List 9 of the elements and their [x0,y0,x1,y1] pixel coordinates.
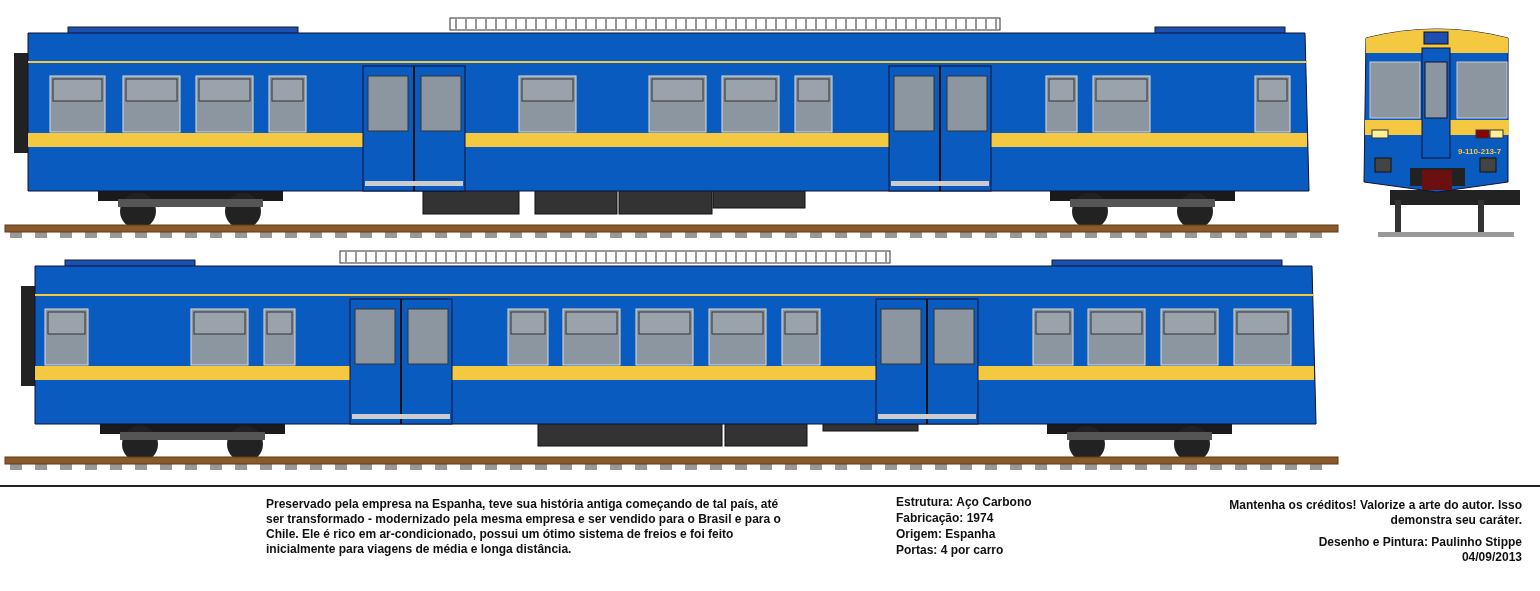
spec-text: Portas: 4 por carro [896,543,1005,558]
spec-text: Fabricação: 1974 [896,511,995,526]
car-number: 9-110-213-7 [1458,147,1502,156]
spec-text: Origem: Espanha [896,527,997,542]
credits-note: Mantenha os créditos! Valorize a arte do autor. Isso demonstra seu caráter. [1228,498,1522,528]
description-text: Preservado pela empresa na Espanha, teve sua história antiga começando de tal país, até ser transformado - modernizado pela mesma empresa e ser vendido para o Brasil e para o Chile. Ele é rico em ar-condicionado, possui um ótimo sistema de freios e foi feito inicialmente para viagens de média e longa distância. [266,497,782,557]
spec-text: Estrutura: Aço Carbono [896,495,1033,510]
date-text: 04/09/2013 [1460,550,1522,565]
author-credit: Desenho e Pintura: Paulinho Stippe [1317,535,1522,550]
